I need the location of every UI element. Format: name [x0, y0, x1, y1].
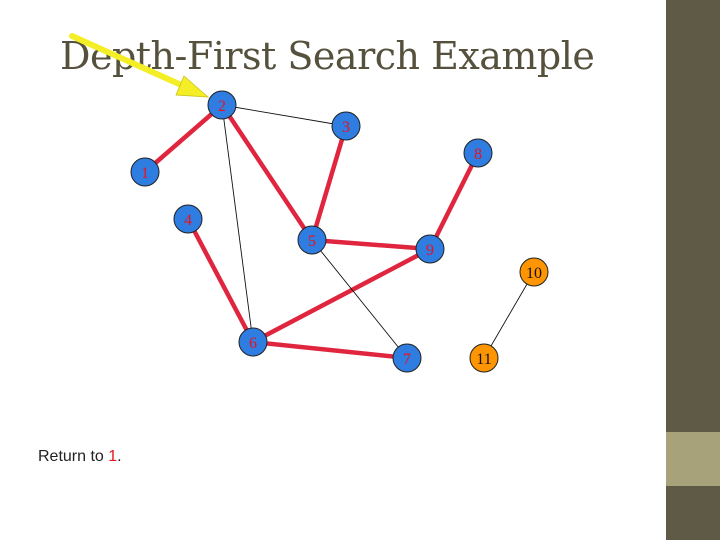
node-label-1: 1 — [141, 165, 149, 182]
node-label-10: 10 — [526, 265, 542, 282]
node-circle-2 — [207, 90, 237, 120]
node-label-3: 3 — [342, 119, 350, 136]
node-label-8: 8 — [474, 146, 482, 163]
arrow-shaft — [69, 33, 191, 91]
node-circle-10 — [519, 257, 549, 287]
edge-5-7 — [311, 239, 408, 359]
arrow-head — [175, 75, 210, 98]
node-3: 3 — [331, 111, 361, 141]
node-4: 4 — [173, 204, 203, 234]
node-circle-9 — [415, 234, 445, 264]
node-circle-11 — [469, 343, 499, 373]
node-label-6: 6 — [249, 335, 257, 352]
node-8: 8 — [463, 138, 493, 168]
tree-edge-5-3 — [309, 123, 349, 243]
node-circle-7 — [392, 343, 422, 373]
node-circle-3 — [331, 111, 361, 141]
tree-edge-6-7 — [250, 339, 410, 361]
edge-2-6 — [221, 104, 254, 343]
tree-edge-5-9 — [309, 237, 433, 252]
node-6: 6 — [238, 327, 268, 357]
node-11: 11 — [469, 343, 499, 373]
sidebar-divider — [664, 0, 666, 540]
node-9: 9 — [415, 234, 445, 264]
edge-2-3 — [221, 104, 347, 127]
node-label-4: 4 — [184, 212, 192, 229]
tree-edge-2-5 — [219, 102, 315, 243]
tree-edge-6-9 — [250, 246, 433, 345]
node-circle-5 — [297, 225, 327, 255]
node-label-11: 11 — [476, 351, 491, 368]
footer-prefix: Return to — [38, 448, 109, 465]
node-2: 2 — [207, 90, 237, 120]
sidebar-accent-block — [666, 432, 720, 486]
node-circle-4 — [173, 204, 203, 234]
node-label-7: 7 — [403, 351, 411, 368]
tree-edge-4-6 — [185, 216, 256, 345]
footer-note: Return to 1. — [38, 448, 122, 466]
node-10: 10 — [519, 257, 549, 287]
edge-10-11 — [483, 271, 535, 359]
node-1: 1 — [130, 157, 160, 187]
node-circle-1 — [130, 157, 160, 187]
node-7: 7 — [392, 343, 422, 373]
tree-edge-9-8 — [427, 150, 481, 252]
yellow-arrow-icon — [69, 33, 210, 98]
node-5: 5 — [297, 225, 327, 255]
tree-edge-1-2 — [142, 102, 225, 175]
node-circle-6 — [238, 327, 268, 357]
node-circle-8 — [463, 138, 493, 168]
node-label-5: 5 — [308, 233, 316, 250]
footer-node: 1 — [108, 448, 118, 465]
node-label-9: 9 — [426, 242, 434, 259]
footer-suffix: . — [117, 448, 122, 465]
node-label-2: 2 — [218, 98, 226, 115]
